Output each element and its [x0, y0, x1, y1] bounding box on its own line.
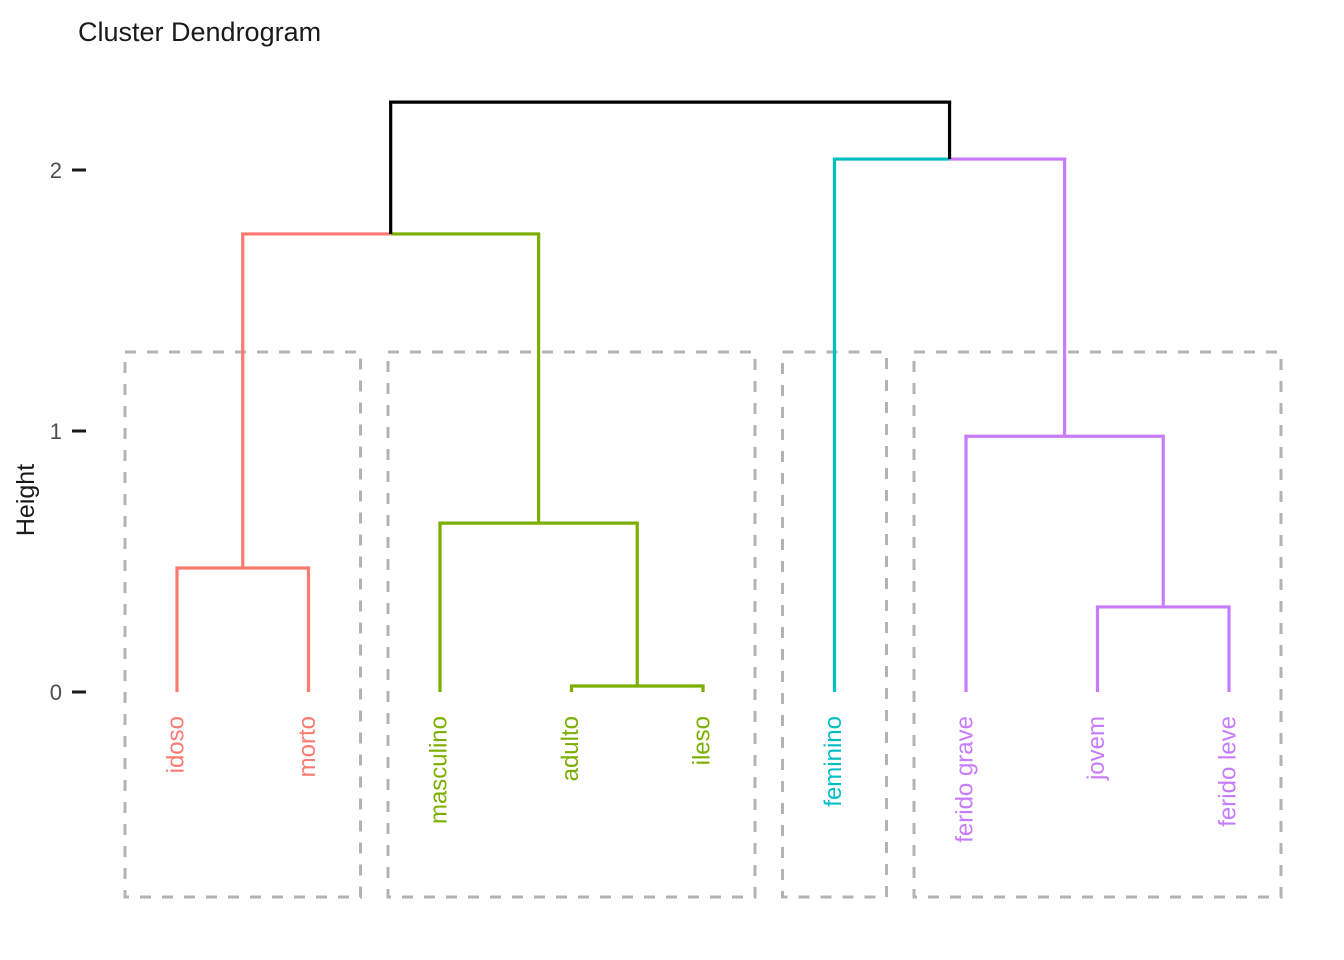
leaf-label-morto: morto	[294, 716, 321, 777]
y-axis-title: Height	[12, 464, 40, 536]
y-tick-label: 2	[50, 158, 62, 183]
leaf-label-idoso: idoso	[162, 716, 189, 773]
leaf-label-masculino: masculino	[425, 716, 452, 824]
page-title: Cluster Dendrogram	[78, 17, 321, 47]
leaf-label-ileso: ileso	[688, 716, 715, 765]
box-green	[386, 350, 757, 899]
dendrogram-branches	[175, 100, 1231, 692]
leaf-label-adulto: adulto	[557, 716, 584, 781]
y-tick-label: 0	[50, 680, 62, 705]
y-tick-label: 1	[50, 419, 62, 444]
leaf-label-ferido-grave: ferido grave	[951, 716, 978, 843]
leaf-label-ferido-leve: ferido leve	[1214, 716, 1241, 827]
leaf-label-feminino: feminino	[820, 716, 847, 807]
box-purple	[912, 350, 1283, 899]
leaf-label-jovem: jovem	[1083, 716, 1110, 781]
y-axis: 0 1 2	[50, 158, 86, 705]
leaf-labels: idoso morto masculino adulto ileso feminino fe…	[162, 716, 1241, 843]
